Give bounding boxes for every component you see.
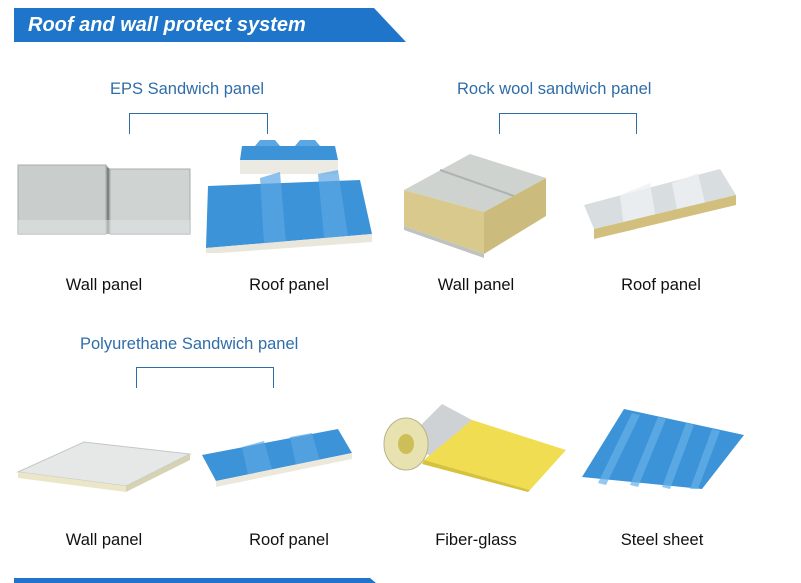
caption-rockwool-roof-panel: Roof panel <box>621 276 701 294</box>
caption-rockwool-wall-panel: Wall panel <box>437 276 515 294</box>
caption-pu-wall-panel: Wall panel <box>65 531 143 549</box>
caption-fiber-glass: Fiber-glass <box>435 531 517 549</box>
pu-roof-panel-image <box>198 425 358 490</box>
group-title-rockwool: Rock wool sandwich panel <box>457 80 652 98</box>
banner-title: Roof and wall protect system <box>28 14 306 36</box>
caption-pu-roof-panel: Roof panel <box>249 531 329 549</box>
rockwool-roof-panel-image <box>580 165 740 240</box>
caption-eps-wall-panel: Wall panel <box>65 276 143 294</box>
eps-wall-panel-image <box>14 160 194 240</box>
pu-wall-panel-image <box>14 430 194 495</box>
group-bracket-eps <box>129 113 268 134</box>
rockwool-wall-panel-image <box>400 150 550 260</box>
group-title-polyurethane: Polyurethane Sandwich panel <box>80 335 299 353</box>
group-title-eps: EPS Sandwich panel <box>110 80 265 98</box>
group-bracket-polyurethane <box>136 367 274 388</box>
group-bracket-rockwool <box>499 113 637 134</box>
footer-banner <box>14 578 376 583</box>
header-banner: Roof and wall protect system <box>14 8 406 42</box>
eps-roof-panel-image <box>200 138 380 253</box>
caption-eps-roof-panel: Roof panel <box>249 276 329 294</box>
steel-sheet-image <box>578 405 748 490</box>
caption-steel-sheet: Steel sheet <box>620 531 704 549</box>
fiberglass-roll-image <box>380 398 570 493</box>
